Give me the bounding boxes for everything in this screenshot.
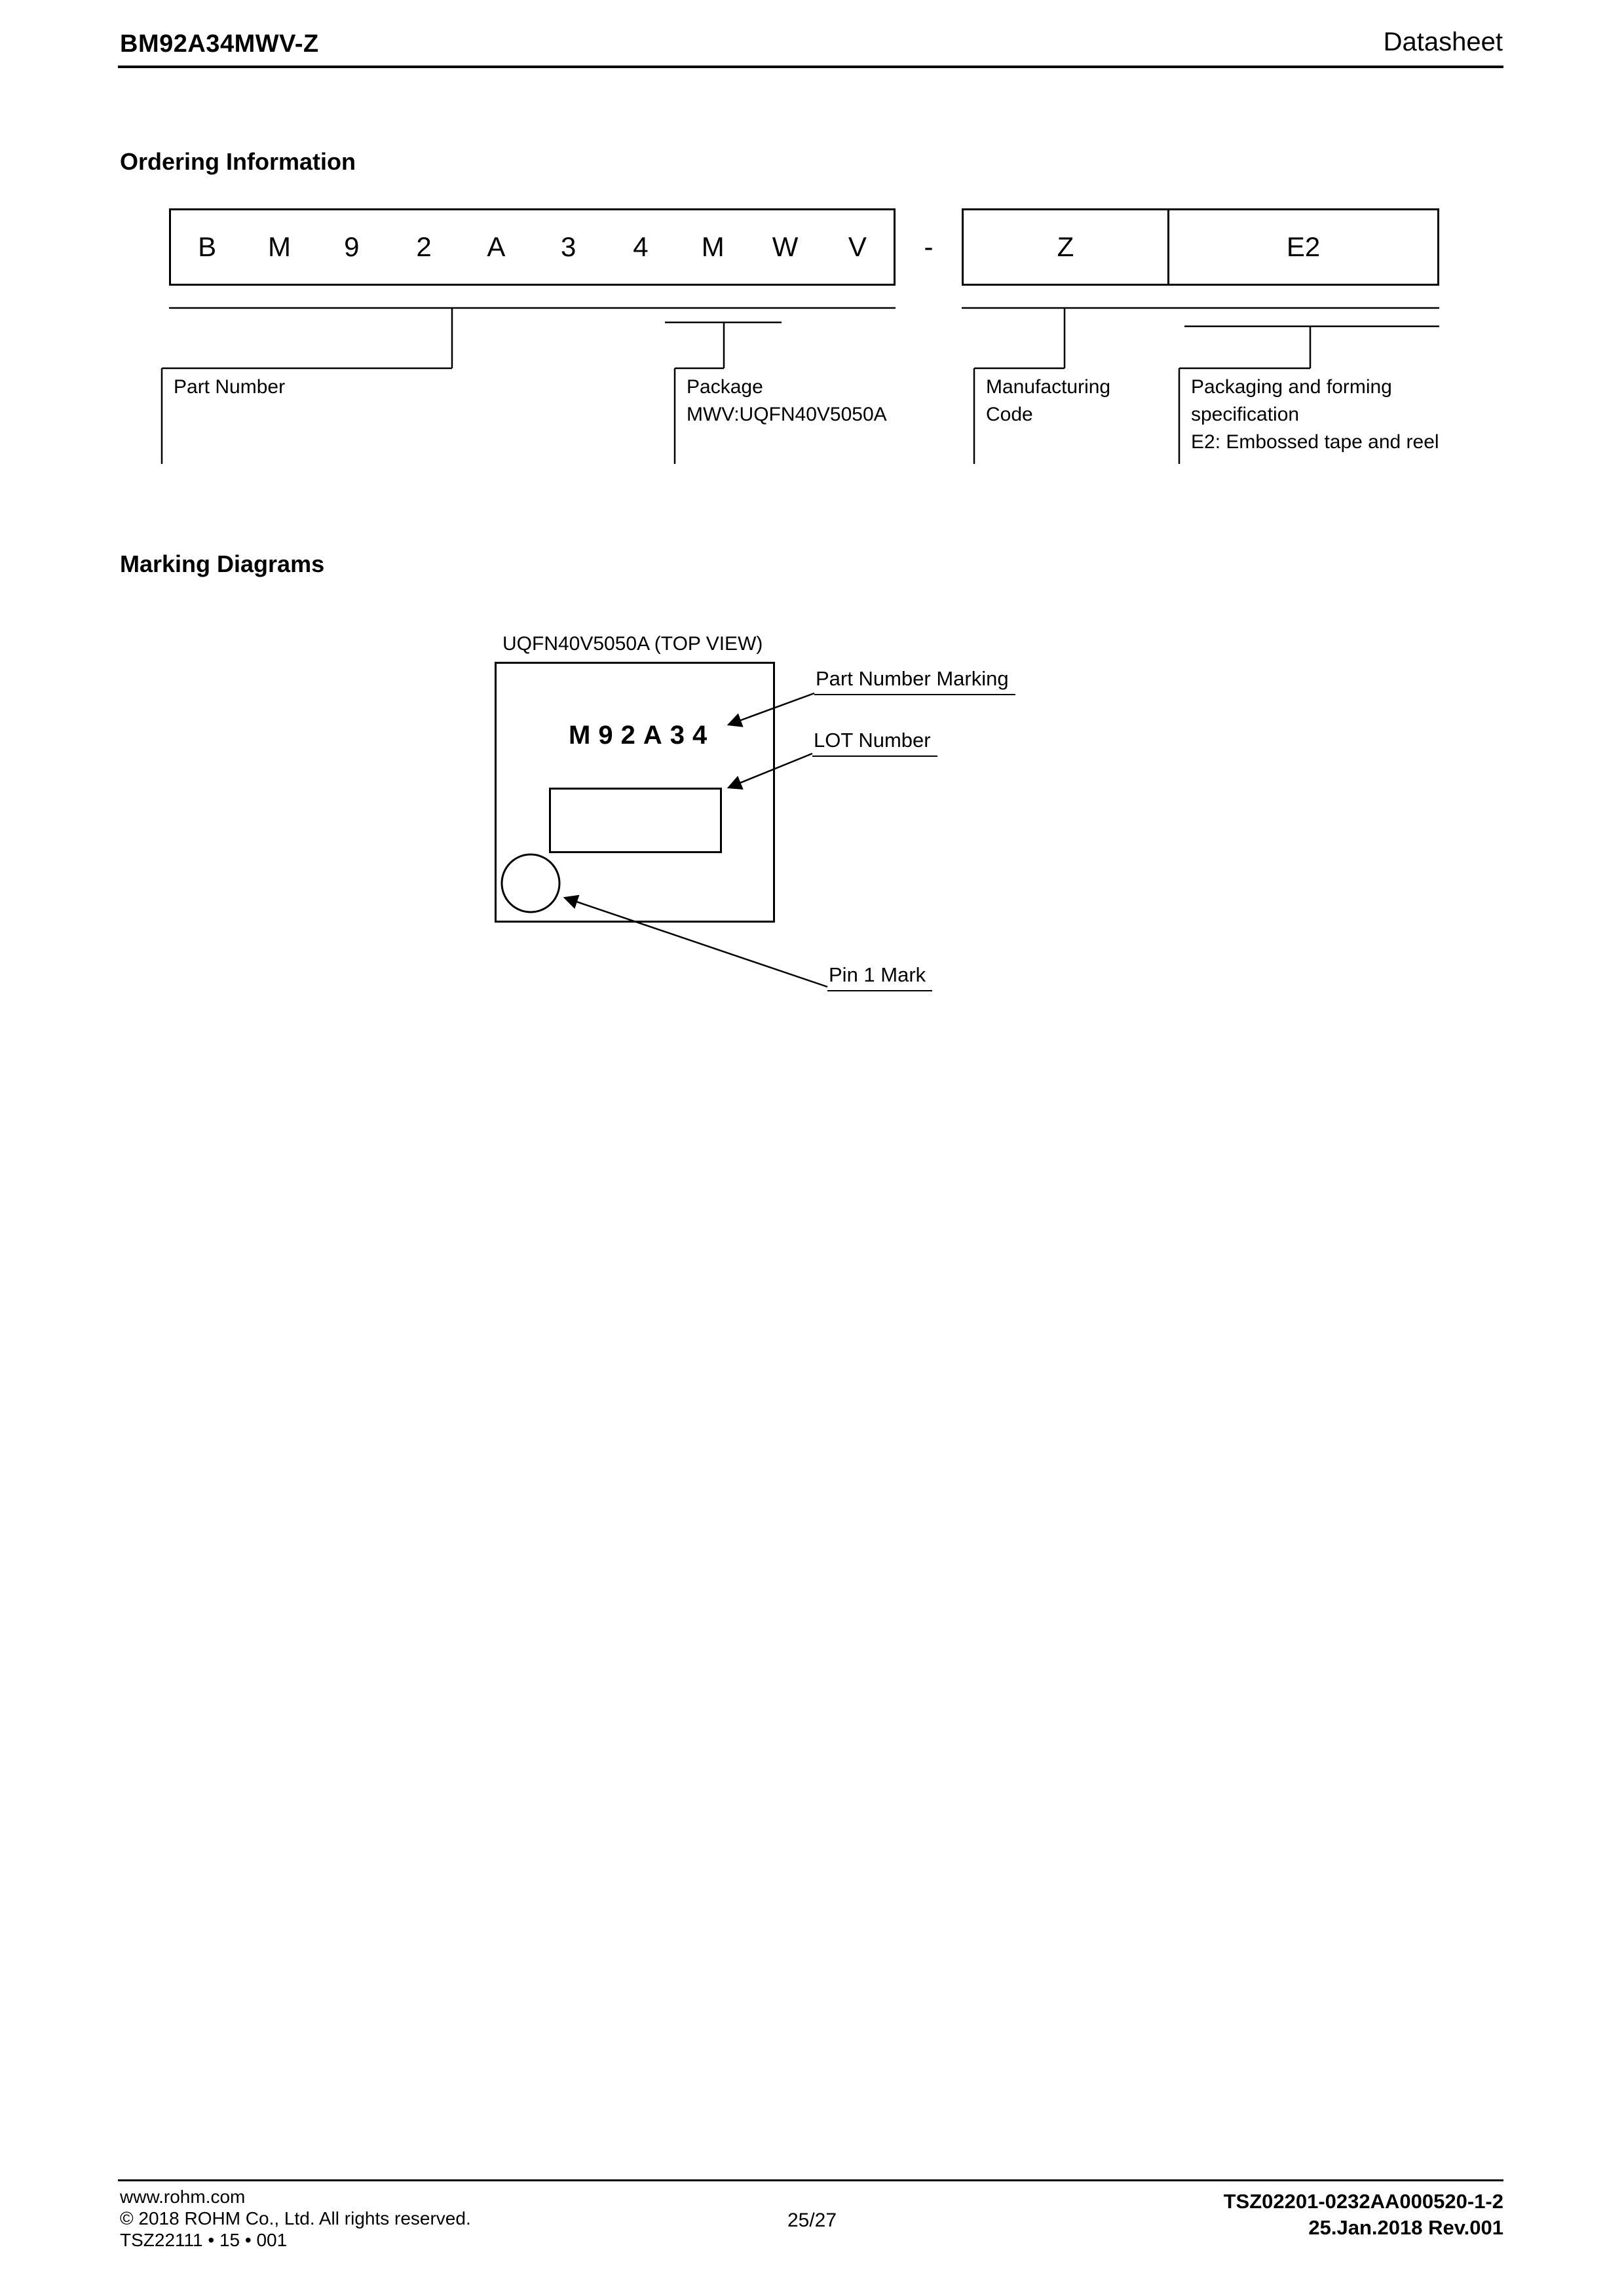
part-number-label: Part Number [174, 373, 285, 401]
footer-copyright: © 2018 ROHM Co., Ltd. All rights reserve… [120, 2208, 471, 2229]
footer-website: www.rohm.com [120, 2187, 246, 2207]
header-divider [118, 66, 1503, 68]
part-char: A [487, 231, 506, 262]
lot-number-label: LOT Number [812, 729, 937, 757]
part-char: 3 [560, 231, 576, 262]
package-label-line1: Package [687, 376, 763, 398]
footer-revision: 25.Jan.2018 Rev.001 [1308, 2216, 1503, 2239]
manufacturing-label-line2: Code [986, 404, 1033, 425]
part-number-marking-label: Part Number Marking [814, 667, 1015, 695]
packaging-code-cell: E2 [1286, 231, 1321, 262]
marking-section-title: Marking Diagrams [120, 550, 325, 577]
page-header-part-number: BM92A34MWV-Z [120, 30, 319, 58]
part-char: M [267, 231, 291, 262]
suffix-box: Z E2 [962, 208, 1439, 286]
lot-number-box [549, 788, 722, 853]
part-char: 2 [416, 231, 432, 262]
part-char: B [198, 231, 217, 262]
footer-doc-code: TSZ22111 • 15 • 001 [120, 2230, 288, 2250]
packaging-spec-label: Packaging and forming specification E2: … [1191, 373, 1439, 456]
footer-divider [118, 2179, 1503, 2181]
footer-right-block: TSZ02201-0232AA000520-1-2 25.Jan.2018 Re… [1224, 2189, 1503, 2241]
chip-part-marking: M92A34 [569, 721, 715, 750]
part-number-label-text: Part Number [174, 376, 286, 398]
footer-page-number: 25/27 [787, 2210, 837, 2231]
pin1-mark-label: Pin 1 Mark [827, 963, 933, 991]
ordering-section-title: Ordering Information [120, 148, 356, 175]
footer-ref-number: TSZ02201-0232AA000520-1-2 [1223, 2190, 1503, 2213]
part-number-box: B M 9 2 A 3 4 M W V [169, 208, 896, 286]
package-top-view-label: UQFN40V5050A (TOP VIEW) [502, 633, 763, 655]
package-label: Package MWV:UQFN40V5050A [687, 373, 887, 429]
page-header-doc-type: Datasheet [1383, 28, 1503, 56]
packaging-spec-line3: E2: Embossed tape and reel [1191, 431, 1439, 453]
manufacturing-label-line1: Manufacturing [986, 376, 1111, 398]
part-char: 4 [633, 231, 649, 262]
part-char: V [848, 231, 867, 262]
footer-left-block: www.rohm.com © 2018 ROHM Co., Ltd. All r… [120, 2186, 471, 2251]
manufacturing-code-label: Manufacturing Code [986, 373, 1110, 429]
package-label-line2: MWV:UQFN40V5050A [687, 404, 887, 425]
part-char: M [701, 231, 725, 262]
manufacturing-code-cell: Z [964, 210, 1169, 284]
part-number-separator: - [924, 231, 934, 262]
packaging-spec-line2: specification [1191, 404, 1300, 425]
part-char: 9 [344, 231, 360, 262]
part-char: W [772, 231, 799, 262]
packaging-spec-line1: Packaging and forming [1191, 376, 1392, 398]
